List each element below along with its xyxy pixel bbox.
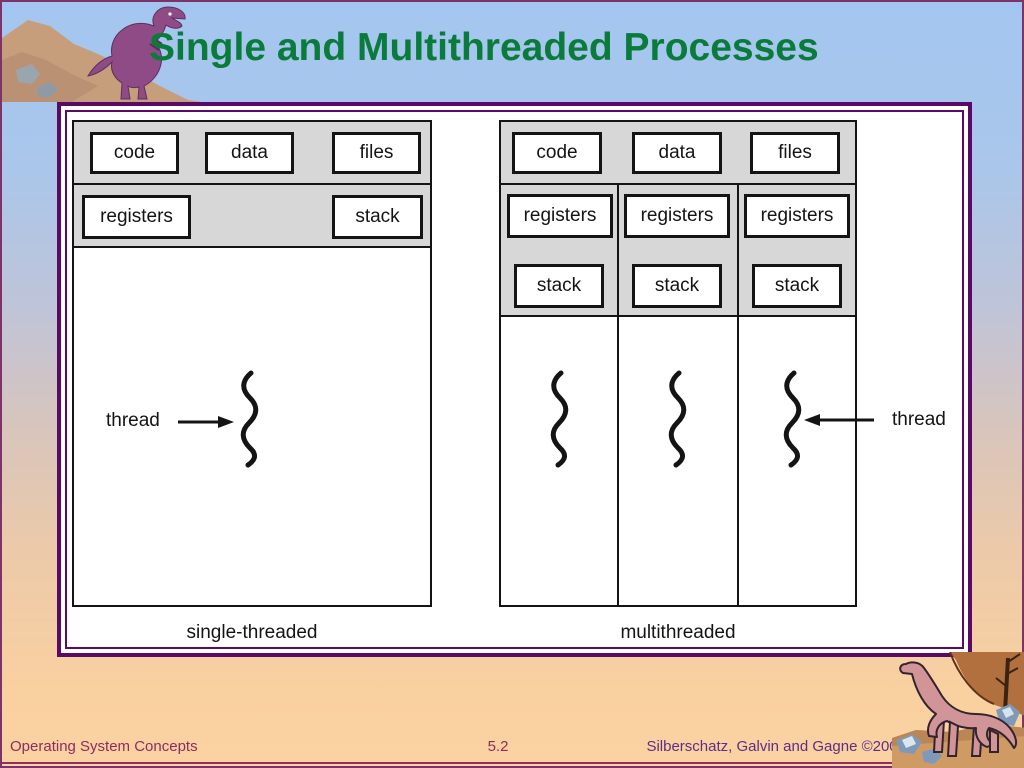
multi-data-box: data <box>632 132 722 174</box>
single-thread-label: thread <box>106 410 160 431</box>
slide-title: Single and Multithreaded Processes <box>149 26 819 69</box>
multi-code-box: code <box>512 132 602 174</box>
arrow-left-icon <box>804 414 874 426</box>
multi-thread-label: thread <box>892 409 946 430</box>
trex-clipart <box>2 6 202 102</box>
multi-stack-box-2: stack <box>632 264 722 308</box>
arrow-right-icon <box>178 416 234 428</box>
footer-book-title: Operating System Concepts <box>10 738 198 755</box>
single-files-box: files <box>332 132 421 174</box>
multi-registers-box-3: registers <box>744 194 850 238</box>
sauropod-clipart <box>892 652 1024 768</box>
multithreaded-process-box: code data files registers registers regi… <box>499 120 857 607</box>
multi-stack-box-3: stack <box>752 264 842 308</box>
footer-authors: Silberschatz, Galvin and Gagne ©2002 <box>646 738 906 755</box>
single-registers-box: registers <box>82 195 191 239</box>
multi-registers-box-1: registers <box>507 194 613 238</box>
multi-column-divider <box>737 185 739 605</box>
multi-column-divider <box>617 185 619 605</box>
thread-squiggle-icon <box>550 370 569 468</box>
thread-squiggle-icon <box>240 370 259 468</box>
single-threaded-caption: single-threaded <box>186 622 318 643</box>
thread-squiggle-icon <box>783 370 802 468</box>
single-code-box: code <box>90 132 179 174</box>
single-threaded-process-box: code data files registers stack <box>72 120 432 607</box>
single-data-box: data <box>205 132 294 174</box>
multi-stack-box-1: stack <box>514 264 604 308</box>
footer-slide-number: 5.2 <box>487 738 509 755</box>
multithreaded-caption: multithreaded <box>620 622 736 643</box>
single-stack-box: stack <box>332 195 423 239</box>
multi-files-box: files <box>750 132 840 174</box>
thread-squiggle-icon <box>668 370 687 468</box>
footer-divider <box>2 762 1022 764</box>
multi-registers-box-2: registers <box>624 194 730 238</box>
